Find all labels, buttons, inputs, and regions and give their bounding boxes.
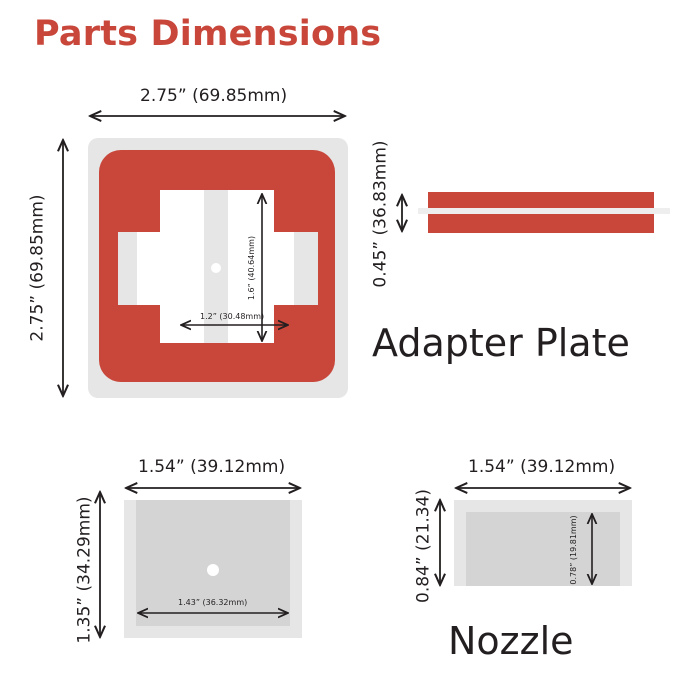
nozzle-width-label: 1.54” (39.12mm) [468,457,616,477]
plate-center-hole [211,263,221,273]
bl-width-label: 1.54” (39.12mm) [138,457,286,477]
plate-right-slot [294,232,318,305]
adapter-plate-top-view [88,138,348,398]
page-title: Parts Dimensions [34,14,382,54]
bl-inner [136,500,290,626]
plate-width-label: 2.75” (69.85mm) [140,86,288,106]
side-thickness-label: 0.45” (36.83mm) [370,140,391,288]
bl-center-hole [207,564,219,576]
bottom-left-part [124,500,302,638]
plate-left-slot [118,232,137,305]
plate-height-label: 2.75” (69.85mm) [27,194,48,342]
bl-inner-width-label: 1.43” (36.32mm) [178,598,248,607]
side-light-strip [418,208,670,214]
bl-height-label: 1.35” (34.29mm) [74,496,95,644]
nozzle-inner-height-label: 0.78” (19.81mm) [569,515,578,585]
adapter-plate-name: Adapter Plate [372,321,630,365]
nozzle-inner [466,512,620,586]
nozzle-part [454,500,632,586]
plate-inner-height-label: 1.6” (40.64mm) [247,235,256,301]
nozzle-height-label: 0.84” (21.34) [413,489,434,603]
plate-inner-width-label: 1.2” (30.48mm) [200,312,265,321]
nozzle-name: Nozzle [448,619,574,663]
adapter-plate-side-view [402,192,670,233]
